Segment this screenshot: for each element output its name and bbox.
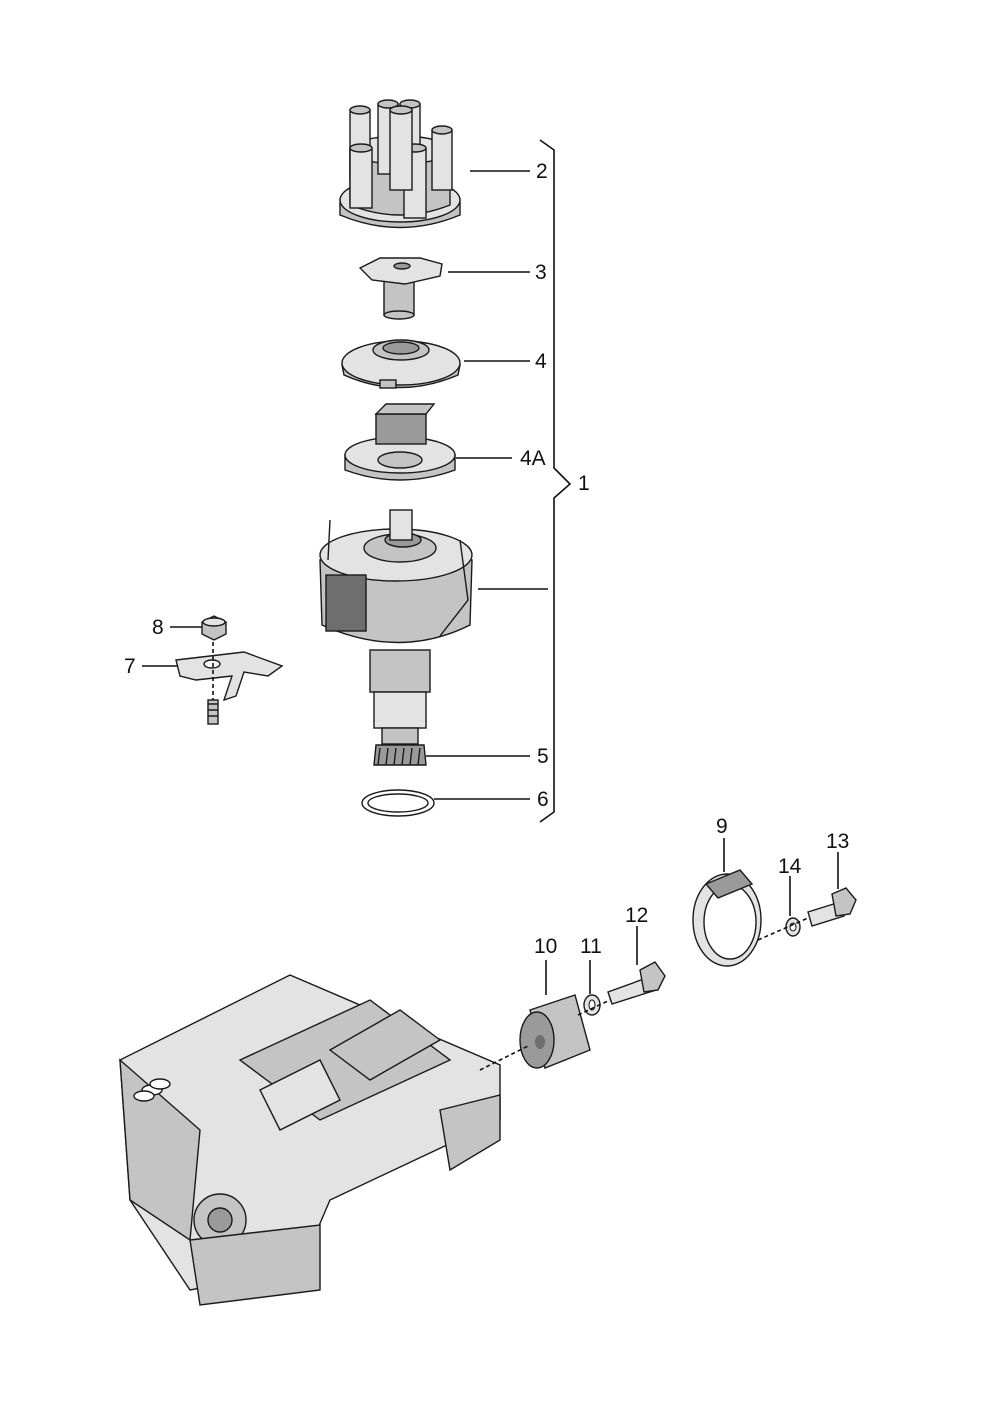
mount-axis xyxy=(479,1044,531,1071)
callout-13: 13 xyxy=(826,830,849,853)
o-ring xyxy=(361,789,435,817)
callout-10: 10 xyxy=(534,935,557,958)
distributor-housing xyxy=(319,509,473,745)
callout-8: 8 xyxy=(152,616,164,639)
leader-lines xyxy=(142,170,839,995)
callout-12: 12 xyxy=(625,904,648,927)
callout-9: 9 xyxy=(716,815,728,838)
bolt xyxy=(607,961,666,1005)
hold-down-clamp xyxy=(175,651,284,702)
callout-4: 4 xyxy=(535,350,547,373)
callout-1: 1 xyxy=(578,472,590,495)
nut xyxy=(201,615,227,641)
stud-bolt xyxy=(207,699,219,725)
callout-5: 5 xyxy=(537,745,549,768)
drive-gear xyxy=(373,744,427,766)
callout-7: 7 xyxy=(124,655,136,678)
clamp-band xyxy=(692,869,762,967)
clamp-axis xyxy=(757,917,809,941)
callout-4a: 4A xyxy=(520,447,546,470)
washer-small xyxy=(785,917,801,937)
assembly-bracket xyxy=(539,139,572,823)
callout-14: 14 xyxy=(778,855,802,878)
distributor-cap xyxy=(339,99,461,229)
hall-sender-plate xyxy=(344,403,456,481)
callout-2: 2 xyxy=(536,160,548,183)
bolt-small xyxy=(807,887,857,927)
callout-11: 11 xyxy=(580,935,602,958)
rotor-arm xyxy=(358,257,443,320)
callout-6: 6 xyxy=(537,788,549,811)
engine-block xyxy=(119,974,501,1306)
dust-shield xyxy=(341,339,461,389)
bolt-axis xyxy=(577,999,611,1016)
spacer-bush xyxy=(519,994,591,1069)
callout-3: 3 xyxy=(535,261,547,284)
